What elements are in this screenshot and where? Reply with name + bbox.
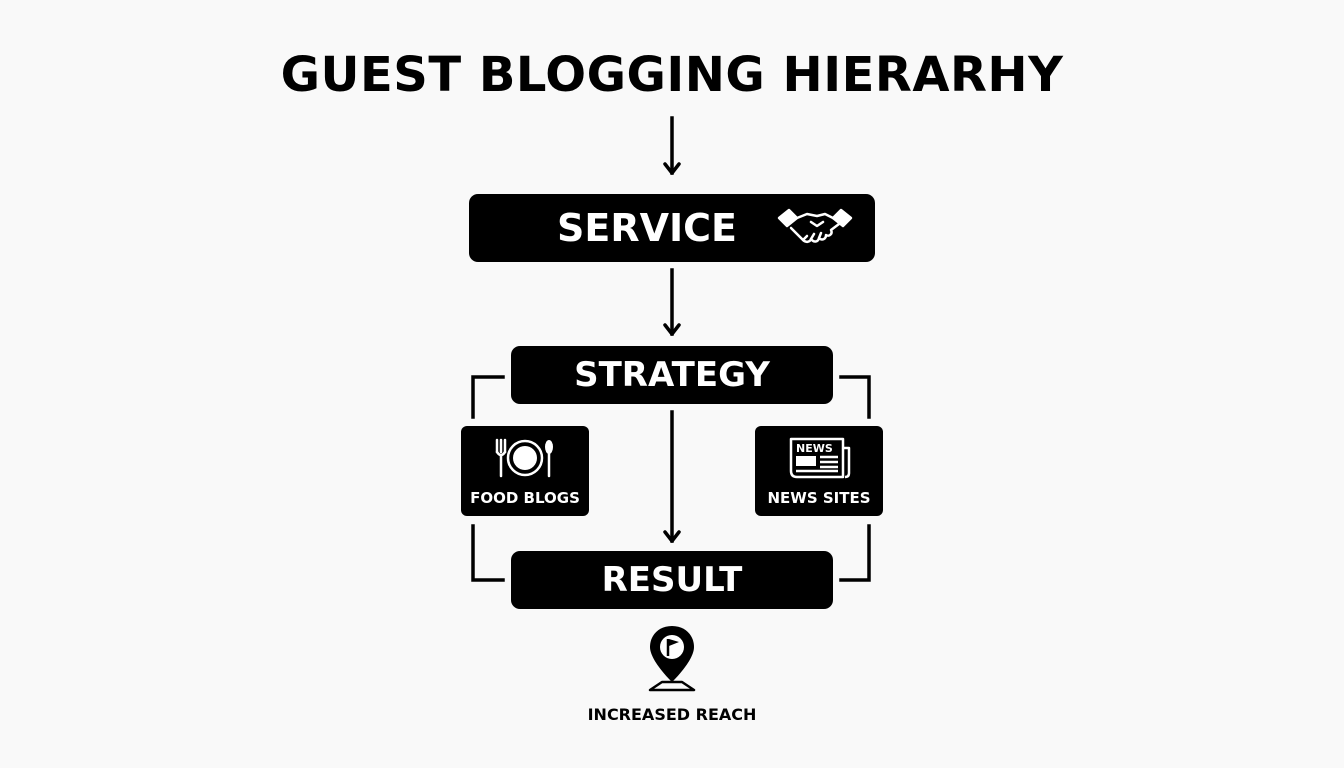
service-label: SERVICE (557, 206, 737, 250)
location-flag-pin-icon (644, 624, 700, 696)
service-box: SERVICE (469, 194, 875, 262)
left-bracket-bottom (471, 524, 505, 582)
diagram-title: GUEST BLOGGING HIERARHY (280, 47, 1064, 103)
plate-fork-spoon-icon (485, 436, 565, 480)
handshake-icon (777, 206, 853, 250)
food-blogs-label: FOOD BLOGS (470, 489, 580, 507)
strategy-label: STRATEGY (574, 355, 770, 395)
news-sites-card: NEWS NEWS SITES (755, 426, 883, 516)
right-bracket-bottom (839, 524, 871, 582)
strategy-box: STRATEGY (511, 346, 833, 404)
newspaper-icon: NEWS (779, 436, 859, 480)
increased-reach-label: INCREASED REACH (587, 705, 757, 724)
left-bracket-top (471, 375, 505, 419)
result-label: RESULT (601, 560, 743, 600)
news-sites-label: NEWS SITES (767, 489, 871, 507)
news-icon-text: NEWS (796, 442, 833, 455)
result-box: RESULT (511, 551, 833, 609)
food-blogs-card: FOOD BLOGS (461, 426, 589, 516)
right-bracket-top (839, 375, 871, 419)
